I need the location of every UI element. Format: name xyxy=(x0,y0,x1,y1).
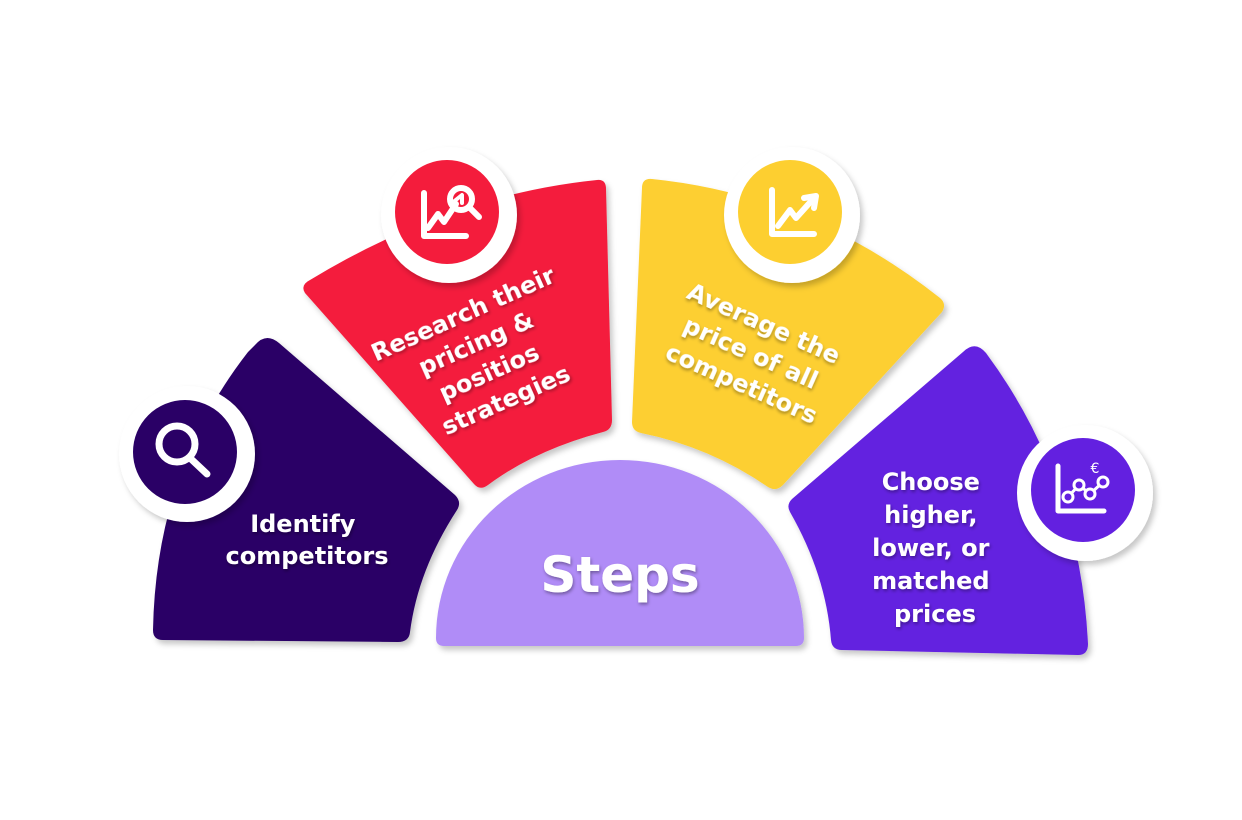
step-2-shape xyxy=(303,179,612,488)
step-3-icon-badge xyxy=(724,147,860,283)
euro-symbol: € xyxy=(1091,461,1100,477)
chart-euro-icon xyxy=(1055,463,1110,514)
step-3-segment: Average the price of all competitors xyxy=(632,147,945,490)
chart-search-icon xyxy=(421,185,482,239)
center-semicircle xyxy=(436,460,804,646)
step-4-segment: Choose higher, lower, or matched prices … xyxy=(788,346,1153,655)
center-title: Steps xyxy=(540,546,699,604)
magnifier-icon xyxy=(155,422,211,478)
step-2-segment: Research their pricing & positios strate… xyxy=(303,147,612,488)
center-hub: Steps xyxy=(436,460,804,646)
step-1-label: Identify competitors xyxy=(226,510,389,570)
step-4-label: Choose higher, lower, or matched prices xyxy=(872,468,998,628)
step-3-shape xyxy=(632,178,945,490)
step-1-segment: Identify competitors xyxy=(119,337,460,642)
step-2-icon-badge xyxy=(381,147,517,283)
step-4-shape xyxy=(788,346,1088,655)
step-1-icon-badge xyxy=(119,386,255,522)
step-4-icon-badge: € xyxy=(1017,425,1153,561)
chart-growth-icon xyxy=(769,187,819,237)
